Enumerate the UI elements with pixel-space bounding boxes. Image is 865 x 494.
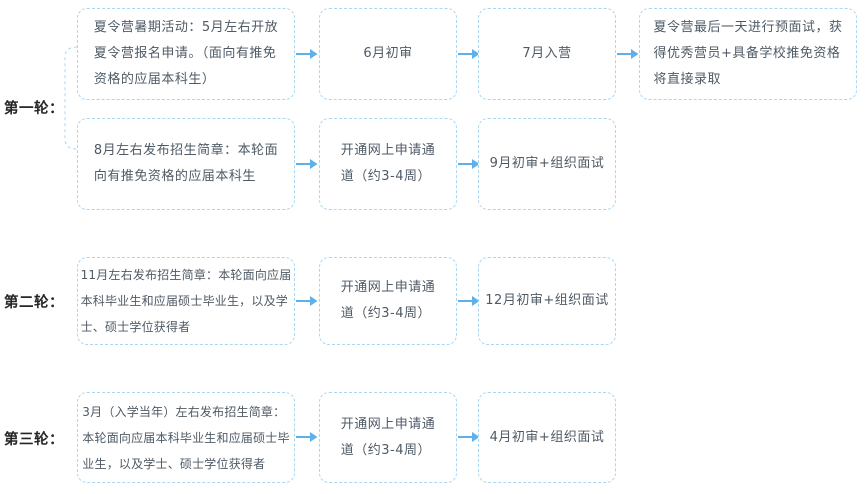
round-2-label: 第二轮： [4,295,64,311]
flow-box-april-review-interview: 4月初审+组织面试 [478,392,616,483]
flow-box-text: 夏令营暑期活动：5月左右开放 夏令营报名申请。（面向有推免 资格的应届本科生） [93,20,279,87]
flow-box-pre-interview-admission: 夏令营最后一天进行预面试，获 得优秀营员+具备学校推免资格 将直接录取 [639,8,857,100]
flow-box-online-application-round1: 开通网上申请通 道（约3-4周） [319,118,457,210]
round-1-bracket [64,46,78,150]
arrow-right-icon [458,159,480,169]
arrow-right-icon [296,159,318,169]
flow-box-text: 4月初审+组织面试 [489,429,605,445]
flow-box-text: 12月初审+组织面试 [485,293,609,308]
round-3-label: 第三轮： [4,432,64,448]
arrow-right-icon [617,49,639,59]
arrow-right-icon [296,432,318,442]
flow-box-text: 6月初审 [363,46,413,61]
flow-box-text: 开通网上申请通 道（约3-4周） [340,280,436,321]
flow-box-online-application-round3: 开通网上申请通 道（约3-4周） [319,392,457,483]
flow-box-august-brochure: 8月左右发布招生简章：本轮面 向有推免资格的应届本科生 [77,118,295,210]
arrow-right-icon [296,296,318,306]
flow-box-july-camp: 7月入营 [478,8,616,100]
flow-box-text: 11月左右发布招生简章：本轮面向应届 本科毕业生和应届硕士毕业生，以及学 士、硕… [80,268,292,334]
flow-box-march-brochure: 3月（入学当年）左右发布招生简章： 本轮面向应届本科毕业生和应届硕士毕 业生，以… [77,392,295,483]
flow-box-text: 开通网上申请通 道（约3-4周） [340,143,436,184]
flow-box-december-review-interview: 12月初审+组织面试 [478,257,616,345]
flow-box-text: 3月（入学当年）左右发布招生简章： 本轮面向应届本科毕业生和应届硕士毕 业生，以… [82,404,290,471]
arrow-right-icon [458,49,480,59]
round-1-label: 第一轮： [4,101,64,117]
arrow-right-icon [458,432,480,442]
flow-box-summer-camp-application: 夏令营暑期活动：5月左右开放 夏令营报名申请。（面向有推免 资格的应届本科生） [77,8,295,100]
flow-box-text: 开通网上申请通 道（约3-4周） [340,416,436,458]
flow-box-september-review-interview: 9月初审+组织面试 [478,118,616,210]
flow-box-text: 夏令营最后一天进行预面试，获 得优秀营员+具备学校推免资格 将直接录取 [653,20,843,87]
flow-box-text: 9月初审+组织面试 [489,156,605,171]
flow-box-june-review: 6月初审 [319,8,457,100]
flow-box-text: 8月左右发布招生简章：本轮面 向有推免资格的应届本科生 [93,143,279,184]
arrow-right-icon [458,296,480,306]
flow-box-text: 7月入营 [522,46,572,61]
flow-box-online-application-round2: 开通网上申请通 道（约3-4周） [319,257,457,345]
arrow-right-icon [296,49,318,59]
flow-box-november-brochure: 11月左右发布招生简章：本轮面向应届 本科毕业生和应届硕士毕业生，以及学 士、硕… [77,257,295,345]
